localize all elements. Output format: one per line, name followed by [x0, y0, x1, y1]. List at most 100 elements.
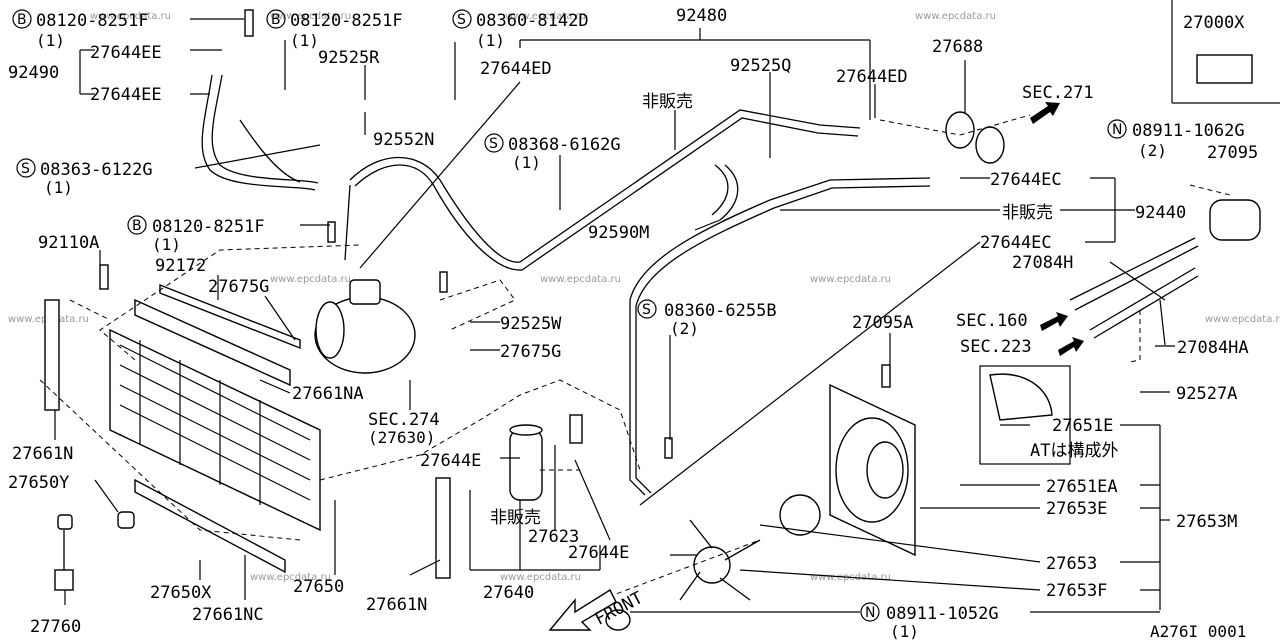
not-for-sale-note: 非販売 — [642, 92, 693, 112]
part-qty: (1) — [36, 31, 65, 50]
watermark: www.epcdata.ru — [915, 11, 996, 22]
not-for-sale-note: 非販売 — [490, 508, 541, 528]
diagram-code: A276I 0001 — [1150, 622, 1246, 640]
part-callout: 27650Y — [8, 473, 69, 493]
section-arrows — [548, 102, 1084, 631]
watermark: www.epcdata.ru — [270, 274, 351, 285]
part-qty: (1) — [476, 31, 505, 50]
section-ref: SEC.223 — [960, 337, 1032, 357]
part-callout: 27644E — [568, 543, 629, 563]
screw-symbol-badge: S — [16, 158, 36, 178]
bolt-symbol-badge: B — [266, 9, 286, 29]
part-callout: 92525W — [500, 314, 562, 334]
kit-box: 27000X — [1171, 0, 1280, 104]
leader-lines — [54, 18, 1175, 613]
part-callout: 27653E — [1046, 499, 1107, 519]
screw-symbol-badge: S — [484, 133, 504, 153]
nut-symbol-badge: N — [860, 602, 880, 622]
callout-labels: 08120-8251F (1) 08120-8251F (1) 08360-81… — [8, 6, 1258, 640]
screw-symbol-badge: S — [452, 9, 472, 29]
component-drawings — [44, 9, 1261, 631]
part-callout: 92525R — [318, 48, 380, 68]
part-callout: 27653F — [1046, 581, 1107, 601]
svg-text:N: N — [865, 605, 875, 621]
part-callout: 27760 — [30, 617, 81, 637]
part-callout: 27653 — [1046, 554, 1097, 574]
svg-text:S: S — [489, 136, 498, 152]
part-callout: 08120-8251F — [290, 11, 403, 31]
part-callout: 27640 — [483, 583, 534, 603]
part-callout: 27688 — [932, 37, 983, 57]
part-callout: 27095 — [1207, 143, 1258, 163]
part-callout: 27653M — [1176, 512, 1237, 532]
part-qty: (1) — [290, 31, 319, 50]
svg-text:S: S — [642, 302, 651, 318]
part-callout: 27675G — [500, 342, 561, 362]
part-callout: 92527A — [1176, 384, 1237, 404]
part-callout: 27661NA — [292, 384, 364, 404]
part-callout: 92440 — [1135, 203, 1186, 223]
part-callout: 27644EC — [980, 233, 1052, 253]
kit-part-number: 27000X — [1183, 13, 1245, 33]
part-callout: 27644EC — [990, 170, 1062, 190]
part-callout: 08360-8142D — [476, 11, 589, 31]
section-ref: SEC.160 — [956, 311, 1028, 331]
watermark: www.epcdata.ru — [810, 274, 891, 285]
part-callout: 08363-6122G — [40, 160, 153, 180]
part-callout: 92490 — [8, 63, 59, 83]
bolt-symbol-badge: B — [127, 215, 147, 235]
part-callout: 92525Q — [730, 56, 791, 76]
part-callout: 27650 — [293, 577, 344, 597]
at-note: ATは構成外 — [1030, 441, 1118, 461]
watermark: www.epcdata.ru — [250, 572, 331, 583]
part-callout: 27644EE — [90, 85, 162, 105]
part-callout: 08911-1052G — [886, 604, 999, 624]
part-callout: 08360-6255B — [664, 301, 777, 321]
part-callout: 27095A — [852, 313, 913, 333]
part-callout: 27644EE — [90, 43, 162, 63]
part-qty: (1) — [152, 235, 181, 254]
watermark: www.epcdata.ru — [500, 572, 581, 583]
symbol-badges: B B S N S S B S N — [12, 9, 1127, 622]
part-callout: 27084H — [1012, 253, 1073, 273]
part-callout: 27644E — [420, 451, 481, 471]
dashed-guides — [39, 114, 1231, 601]
part-callout: 27661NC — [192, 605, 264, 625]
part-qty: (1) — [512, 153, 541, 172]
part-callout: 27623 — [528, 527, 579, 547]
part-callout: 27675G — [208, 277, 269, 297]
section-ref: SEC.271 — [1022, 83, 1094, 103]
screw-symbol-badge: S — [637, 299, 657, 319]
section-ref: SEC.274 — [368, 410, 440, 430]
svg-text:N: N — [1112, 122, 1122, 138]
part-callout: 27661N — [366, 595, 427, 615]
part-qty: (1) — [44, 178, 73, 197]
part-callout: 08368-6162G — [508, 135, 621, 155]
section-ref-sub: (27630) — [368, 428, 435, 447]
svg-text:B: B — [132, 218, 142, 234]
part-callout: 27644ED — [480, 59, 552, 79]
part-callout: 27651EA — [1046, 477, 1118, 497]
part-callout: 27651E — [1052, 416, 1113, 436]
watermark: www.epcdata.ru — [90, 11, 171, 22]
svg-text:S: S — [457, 12, 466, 28]
part-callout: 27644ED — [836, 67, 908, 87]
nut-symbol-badge: N — [1107, 119, 1127, 139]
part-callout: 92590M — [588, 223, 649, 243]
part-callout: 27661N — [12, 444, 73, 464]
bolt-symbol-badge: B — [12, 9, 32, 29]
front-arrow — [548, 588, 617, 631]
svg-text:B: B — [17, 12, 27, 28]
watermark: www.epcdata.ru — [270, 11, 351, 22]
part-callout: 92480 — [676, 6, 727, 26]
svg-text:B: B — [271, 12, 281, 28]
at-note-box: ATは構成外 — [979, 365, 1118, 465]
part-callout: 27650X — [150, 583, 212, 603]
part-callout: 92552N — [373, 130, 434, 150]
part-callout: 08911-1062G — [1132, 121, 1245, 141]
part-callout: 08120-8251F — [36, 11, 149, 31]
not-for-sale-note: 非販売 — [1002, 203, 1053, 223]
watermark: www.epcdata.ru — [1205, 314, 1280, 325]
part-qty: (2) — [1138, 141, 1167, 160]
